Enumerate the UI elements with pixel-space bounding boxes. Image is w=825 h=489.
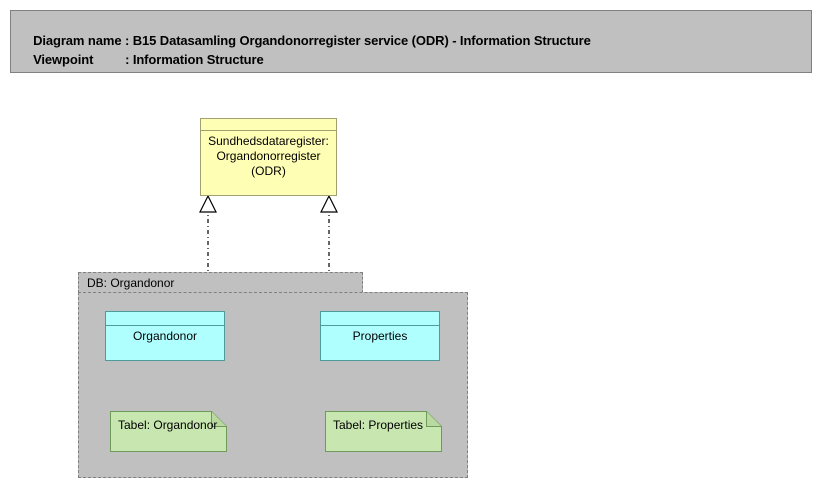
diagram-name-value: B15 Datasamling Organdonorregister servi… (132, 33, 591, 48)
package-tab[interactable]: DB: Organdonor (78, 272, 363, 293)
data-object-header-divider (201, 130, 336, 131)
entity-organdonor-label: Organdonor (132, 329, 198, 343)
artifact-shape (325, 411, 442, 452)
package-tab-label: DB: Organdonor (87, 276, 175, 290)
artifact-tabel-organdonor-label: Tabel: Organdonor (118, 418, 218, 432)
entity-organdonor[interactable]: Organdonor (105, 311, 225, 361)
artifact-tabel-properties[interactable]: Tabel: Properties (325, 411, 442, 452)
viewpoint-line: Viewpoint: Information Structure (19, 37, 264, 82)
data-object-label-line3: (ODR) (251, 164, 286, 178)
entity-properties-label: Properties (352, 329, 408, 343)
data-object-sundhedsdataregister[interactable]: Sundhedsdataregister: Organdonorregister… (200, 118, 337, 196)
diagram-name-label: Diagram name : (33, 33, 130, 48)
viewpoint-separator: : (125, 52, 133, 67)
artifact-tabel-organdonor[interactable]: Tabel: Organdonor (110, 411, 227, 452)
viewpoint-label: Viewpoint (33, 52, 94, 67)
artifact-tabel-properties-label: Tabel: Properties (333, 418, 424, 432)
data-object-label: Sundhedsdataregister: Organdonorregister… (201, 134, 336, 179)
artifact-shape (110, 411, 227, 452)
diagram-name-line: Diagram name : B15 Datasamling Organdono… (19, 18, 591, 63)
diagram-info-header: Diagram name : B15 Datasamling Organdono… (10, 10, 812, 73)
entity-properties[interactable]: Properties (320, 311, 440, 361)
viewpoint-value: Information Structure (132, 52, 264, 67)
entity-header-divider (321, 325, 439, 326)
data-object-label-line1: Sundhedsdataregister: (208, 134, 329, 148)
data-object-label-line2: Organdonorregister (216, 149, 321, 163)
entity-header-divider (106, 325, 224, 326)
